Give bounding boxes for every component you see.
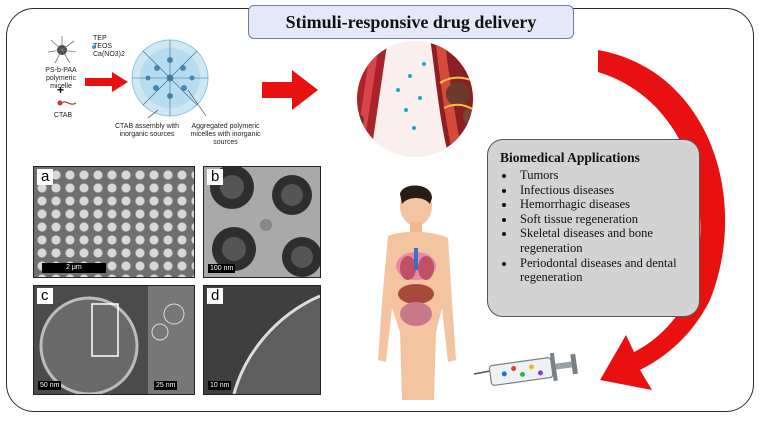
scale-text-a: 2 μm: [64, 263, 84, 272]
reagent-tep: TEP: [93, 35, 107, 42]
aggregated-label: Aggregated polymeric micelles with inorg…: [190, 123, 261, 146]
application-item: Infectious diseases: [516, 183, 691, 198]
blood-vessel-illustration: [357, 41, 473, 157]
panel-label-a: a: [37, 169, 54, 185]
syringe-illustration: [473, 352, 578, 386]
applications-title: Biomedical Applications: [500, 150, 640, 165]
application-item: Skeletal diseases and bone regeneration: [516, 226, 691, 255]
application-item: Periodontal diseases and dental regenera…: [516, 256, 691, 285]
synthesis-arrow: [85, 72, 128, 92]
application-item: Soft tissue regeneration: [516, 212, 691, 227]
particle-section-c: [39, 286, 194, 394]
reagent-dot-icon: [92, 45, 96, 49]
reagent-cano3: Ca(NO3)2: [93, 51, 125, 58]
particle-circles-b: [210, 167, 320, 277]
plus-sign: +: [57, 83, 65, 97]
applications-list: Tumors Infectious diseases Hemorrhagic d…: [500, 168, 691, 285]
panel-label-d: d: [207, 288, 224, 304]
particle-edge-d: [204, 286, 320, 394]
reagent-teos: TEOS: [93, 43, 113, 50]
ctab-label: CTAB: [53, 112, 73, 119]
micrograph-c: c 50 nm 25 nm: [33, 285, 195, 395]
micrograph-b: b 100 nm: [203, 166, 321, 278]
application-item: Hemorrhagic diseases: [516, 197, 691, 212]
scale-text-b: 100 nm: [208, 264, 236, 273]
panel-label-b: b: [207, 169, 224, 185]
assembly-label: CTAB assembly with inorganic sources: [114, 123, 180, 138]
polymeric-micelle-icon: [47, 36, 77, 64]
synthesis-schematic: [47, 36, 209, 119]
panel-label-c: c: [37, 288, 53, 304]
process-arrow-right: [262, 70, 318, 110]
human-body-illustration: [378, 185, 456, 400]
application-item: Tumors: [516, 168, 691, 183]
inset-scale-text-c: 25 nm: [154, 381, 178, 390]
micelle-aggregate-sphere: [131, 39, 209, 117]
scale-text-c: 50 nm: [38, 381, 62, 390]
micrograph-d: d 10 nm: [203, 285, 321, 395]
micelle-label: PS-b-PAA polymeric micelle: [45, 67, 77, 90]
biomedical-applications-box: Biomedical Applications Tumors Infectiou…: [487, 139, 700, 317]
diagram-title: Stimuli-responsive drug delivery: [248, 5, 574, 39]
scale-text-d: 10 nm: [208, 381, 232, 390]
ctab-molecule-icon: [57, 100, 77, 106]
micrograph-a: a 2 μm: [33, 166, 195, 278]
